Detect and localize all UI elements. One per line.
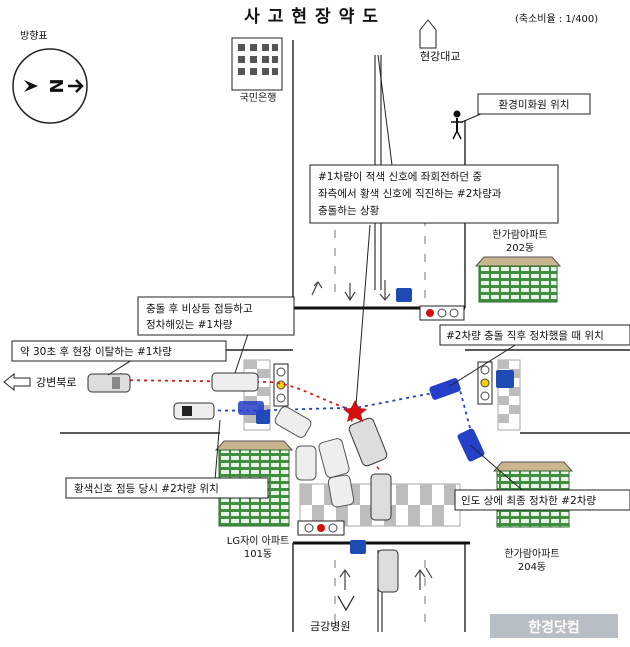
callout-car2-after: #2차량 충돌 직후 정차했을 때 위치 — [439, 324, 630, 346]
center-lines — [374, 55, 383, 632]
callout-leave-text: 약 30초 후 현장 이탈하는 #1차량 — [20, 345, 172, 358]
compass-north: N — [45, 78, 66, 93]
callout-worker: 환경미화원 위치 — [477, 93, 591, 115]
watermark-text: 한경닷컴 — [528, 619, 580, 636]
callout-hazard-line-2: 정차해있는 #1차량 — [146, 318, 233, 331]
river-road-direction: 강변북로 — [3, 372, 76, 392]
signal-east — [477, 361, 514, 405]
car2-after-stop — [429, 378, 461, 400]
worker-figure-icon — [451, 110, 463, 140]
car1-leaving — [87, 373, 131, 393]
arrow-down-icon — [344, 283, 356, 302]
callout-main-line-3: 충돌하는 상황 — [318, 204, 380, 217]
river-road-label: 강변북로 — [36, 376, 76, 389]
lg-101-building: LG자이 아파트 101동 — [214, 440, 294, 560]
arrow-turn-icon — [425, 567, 433, 579]
apt-202-name: 한가람아파트 — [492, 228, 547, 241]
callout-leave: 약 30초 후 현장 이탈하는 #1차량 — [11, 340, 227, 362]
apt-202-dong: 202동 — [506, 242, 534, 254]
signal-south — [297, 520, 366, 554]
arrow-turn-icon — [311, 281, 323, 296]
lane-arrows — [311, 280, 433, 590]
callout-main-line-2: 좌측에서 황색 신호에 직진하는 #2차량과 — [318, 187, 502, 200]
leader-lines — [107, 54, 523, 491]
compass-pointer-icon — [68, 79, 84, 93]
bank-building: 국민은행 — [231, 37, 283, 104]
collision-point — [343, 400, 367, 422]
car2-final — [457, 428, 485, 462]
arrow-up-icon — [414, 568, 426, 590]
apt-204-building: 한가람아파트 204동 — [492, 461, 574, 573]
arrow-up-icon — [339, 568, 351, 590]
bridge-label: 현강대교 — [420, 50, 460, 63]
car1-hazard — [211, 372, 259, 392]
lg-101-dong: 101동 — [244, 548, 272, 560]
compass-arrow-icon — [24, 80, 38, 92]
hospital-direction: 금강병원 — [310, 595, 355, 633]
lg-101-name: LG자이 아파트 — [227, 535, 290, 547]
yellow-light-icon — [480, 378, 490, 388]
bank-label: 국민은행 — [240, 92, 277, 104]
red-light-icon — [317, 524, 325, 532]
turn-sign-icon — [496, 370, 514, 388]
scale-label: (축소비율 : 1/400) — [515, 13, 598, 25]
car1-approach — [370, 473, 399, 593]
callout-main-line-1: #1차량이 적색 신호에 좌회전하던 중 — [318, 170, 482, 183]
callout-worker-text: 환경미화원 위치 — [499, 98, 570, 111]
turn-sign-icon — [396, 288, 412, 302]
compass-circle — [12, 48, 88, 124]
hospital-label: 금강병원 — [310, 620, 350, 633]
car1-collision — [348, 417, 388, 467]
arrow-down-icon — [379, 280, 391, 301]
car2-collision — [238, 401, 264, 415]
apt-204-dong: 204동 — [518, 561, 546, 573]
callout-car2-yellow-text: 황색신호 점등 당시 #2차량 위치 — [74, 482, 219, 495]
callout-car2-after-text: #2차량 충돌 직후 정차했을 때 위치 — [446, 329, 604, 342]
car1-escape-path — [106, 372, 353, 411]
ghost-cars — [274, 406, 355, 508]
bridge-direction: 현강대교 — [419, 19, 460, 63]
signal-north — [396, 288, 465, 321]
callout-car2-final-text: 인도 상에 최종 정차한 #2차량 — [461, 495, 596, 507]
callout-car2-yellow: 황색신호 점등 당시 #2차량 위치 — [65, 477, 269, 499]
callout-main: #1차량이 적색 신호에 좌회전하던 중 좌측에서 황색 신호에 직진하는 #2… — [309, 164, 559, 224]
turn-sign-icon — [350, 540, 366, 554]
compass-label: 방향표 — [20, 30, 48, 42]
apt-204-name: 한가람아파트 — [504, 547, 559, 560]
callout-car2-final: 인도 상에 최종 정차한 #2차량 — [454, 489, 630, 511]
callout-hazard: 충돌 후 비상등 점등하고 정차해있는 #1차량 — [137, 296, 295, 336]
apt-202-building: 한가람아파트 202동 — [474, 228, 562, 303]
compass: 방향표 N — [12, 30, 88, 124]
car2-yellow — [173, 402, 215, 420]
page-title: 사고현장약도 — [244, 6, 386, 27]
lane-dashes — [334, 200, 426, 632]
watermark: 한경닷컴 — [490, 614, 618, 638]
callout-hazard-line-1: 충돌 후 비상등 점등하고 — [146, 302, 253, 315]
red-light-icon — [426, 309, 434, 317]
